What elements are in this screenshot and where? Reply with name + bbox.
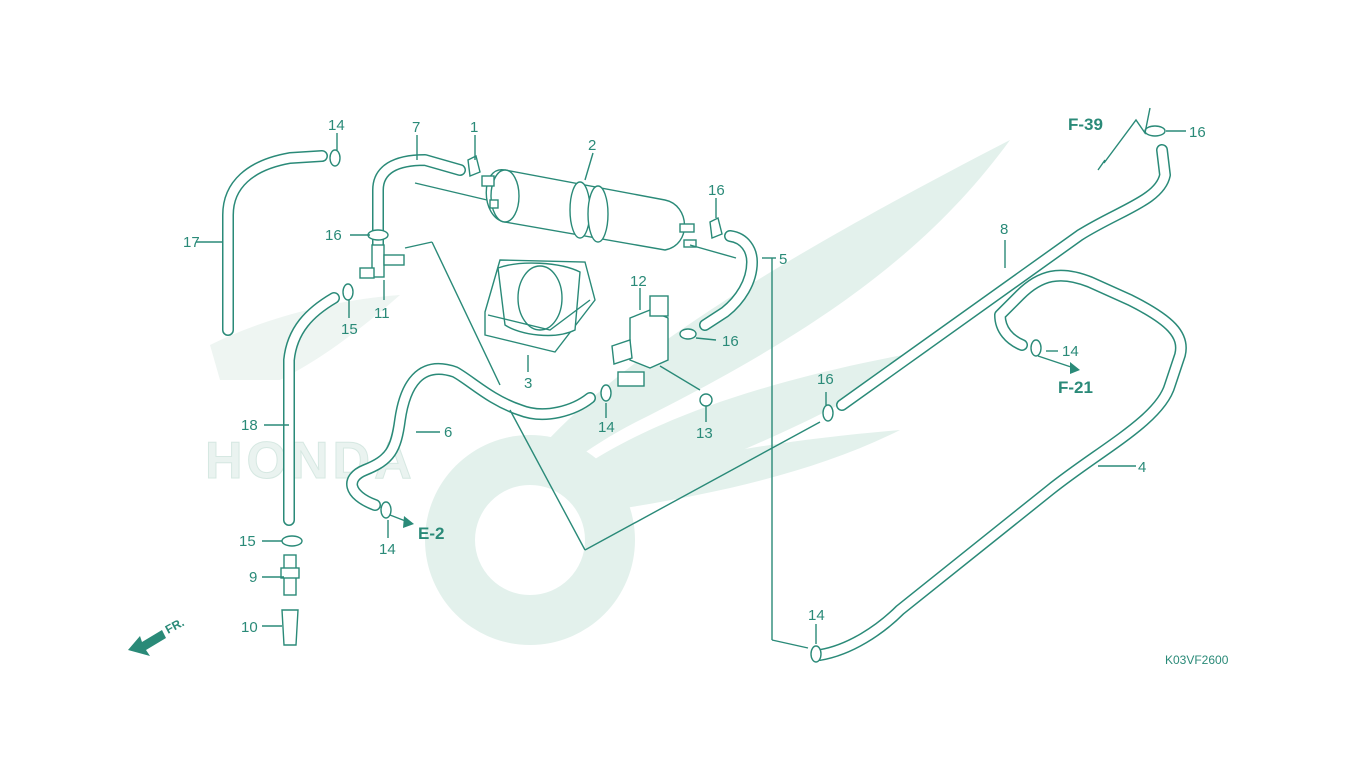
front-indicator-text: FR. bbox=[163, 615, 187, 636]
drain-10 bbox=[281, 609, 299, 646]
part-label-11: 11 bbox=[374, 305, 390, 322]
bracket-3 bbox=[484, 259, 596, 353]
part-label-16-canister: 16 bbox=[708, 182, 725, 199]
part-label-7: 7 bbox=[412, 119, 420, 136]
part-label-16-solenoid: 16 bbox=[722, 333, 739, 350]
part-label-14-e2: 14 bbox=[379, 541, 396, 558]
reference-f21-text: F-21 bbox=[1058, 378, 1093, 397]
part-label-16-joint: 16 bbox=[325, 227, 342, 244]
t-joint-11 bbox=[359, 244, 405, 279]
part-label-5: 5 bbox=[779, 251, 787, 268]
part-label-15-bottom: 15 bbox=[239, 533, 256, 550]
part-label-6: 6 bbox=[444, 424, 452, 441]
clip-16-solenoid bbox=[679, 328, 697, 340]
clip-16-joint bbox=[367, 229, 389, 241]
part-label-1: 1 bbox=[470, 119, 478, 136]
part-label-14-bottom: 14 bbox=[808, 607, 825, 624]
leader-lines bbox=[196, 107, 1186, 649]
diagram-code: K03VF2600 bbox=[1165, 653, 1229, 667]
clip-14-solenoid bbox=[600, 384, 612, 402]
hose-6 bbox=[346, 362, 596, 511]
hose-8 bbox=[836, 144, 1171, 411]
reference-f21: F-21 bbox=[1037, 355, 1093, 397]
joint-9 bbox=[280, 554, 300, 596]
reference-f39: F-39 bbox=[1068, 115, 1103, 134]
canister-2 bbox=[481, 169, 697, 251]
front-arrow-icon bbox=[128, 630, 166, 656]
front-indicator: FR. bbox=[128, 615, 186, 656]
hose-4 bbox=[814, 269, 1187, 661]
solenoid-valve-12 bbox=[611, 295, 701, 391]
part-label-14-top: 14 bbox=[328, 117, 345, 134]
part-label-10: 10 bbox=[241, 619, 258, 636]
part-label-12: 12 bbox=[630, 273, 647, 290]
arrow-e2-icon bbox=[403, 516, 414, 528]
clip-16-canister bbox=[709, 216, 723, 239]
part-label-14-solenoid: 14 bbox=[598, 419, 615, 436]
reference-e2: E-2 bbox=[389, 514, 444, 543]
part-label-3: 3 bbox=[524, 375, 532, 392]
clip-15-bottom bbox=[281, 535, 303, 547]
part-label-18: 18 bbox=[241, 417, 258, 434]
part-label-9: 9 bbox=[249, 569, 257, 586]
clip-16-hose8 bbox=[822, 404, 834, 422]
part-label-16-f39: 16 bbox=[1189, 124, 1206, 141]
reference-e2-text: E-2 bbox=[418, 524, 444, 543]
clip-1 bbox=[467, 154, 481, 177]
part-label-13: 13 bbox=[696, 425, 713, 442]
clip-14-e2 bbox=[380, 501, 392, 519]
hose-18 bbox=[283, 292, 340, 526]
part-label-17: 17 bbox=[183, 234, 200, 251]
bolt-13 bbox=[699, 393, 713, 422]
clip-14-bottom bbox=[810, 645, 822, 663]
arrow-f21-icon bbox=[1070, 362, 1080, 374]
part-label-14-f21: 14 bbox=[1062, 343, 1079, 360]
clip-16-f39 bbox=[1144, 125, 1166, 137]
hose-7 bbox=[372, 154, 466, 251]
reference-f39-text: F-39 bbox=[1068, 115, 1103, 134]
part-label-2: 2 bbox=[588, 137, 596, 154]
part-label-15-top: 15 bbox=[341, 321, 358, 338]
hose-5 bbox=[699, 230, 758, 331]
part-label-4: 4 bbox=[1138, 459, 1146, 476]
clip-14-hose4-end bbox=[1030, 339, 1042, 357]
part-label-8: 8 bbox=[1000, 221, 1008, 238]
clip-15-top bbox=[342, 283, 354, 301]
hose-17 bbox=[222, 150, 328, 336]
part-label-16-hose8: 16 bbox=[817, 371, 834, 388]
clip-14-top bbox=[329, 133, 341, 167]
